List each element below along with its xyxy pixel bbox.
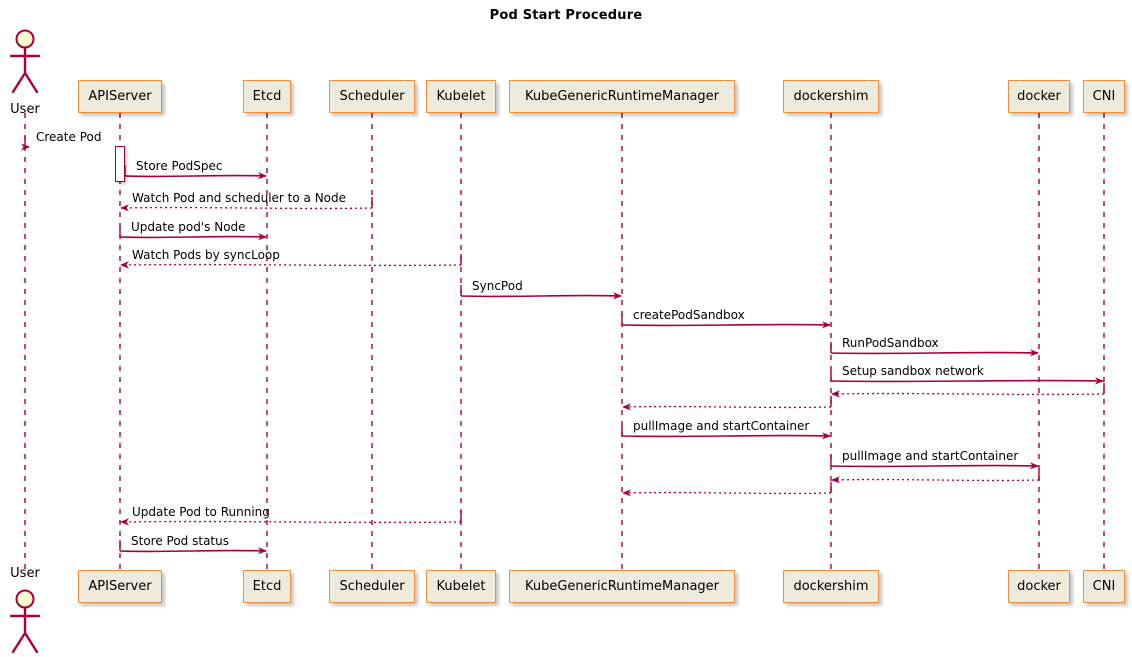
arrow-update-pod-to-running	[120, 518, 462, 526]
arrow-dockershim-to-kubegenericruntimemanager-return	[622, 403, 832, 411]
message-label-store-pod-status: Store Pod status	[131, 534, 229, 548]
arrow-createpodsandbox	[621, 321, 831, 329]
arrow-pullimage-and-startcontainer	[621, 432, 831, 440]
actor-label-user-top: User	[10, 102, 40, 117]
message-label-runpodsandbox: RunPodSandbox	[842, 336, 939, 350]
lifelines	[24, 113, 1105, 570]
participant-box-kubelet-bottom[interactable]: Kubelet	[426, 570, 496, 603]
message-label-watch-pod-and-scheduler-to-a-node: Watch Pod and scheduler to a Node	[132, 191, 347, 205]
message-label-update-pod-to-running: Update Pod to Running	[132, 505, 270, 519]
participant-box-docker-top[interactable]: docker	[1008, 80, 1070, 113]
activation-bar-apiserver	[115, 146, 125, 182]
participant-box-apiserver-top[interactable]: APIServer	[78, 80, 162, 113]
participant-box-dockershim-top[interactable]: dockershim	[783, 80, 879, 113]
arrow-watch-pods-by-syncloop	[120, 261, 462, 269]
participant-box-cni-bottom[interactable]: CNI	[1083, 570, 1125, 603]
participant-box-etcd-top[interactable]: Etcd	[243, 80, 291, 113]
message-label-store-podspec: Store PodSpec	[136, 159, 223, 173]
message-label-createpodsandbox: createPodSandbox	[633, 308, 745, 322]
arrow-store-podspec	[124, 172, 267, 180]
actor-figure-top	[9, 29, 41, 94]
arrow-store-pod-status	[119, 547, 267, 555]
arrow-runpodsandbox	[830, 349, 1039, 357]
actor-figure-bottom	[9, 589, 41, 654]
arrow-dockershim-to-kubegenericruntimemanager-return	[622, 489, 832, 497]
participant-box-apiserver-bottom[interactable]: APIServer	[78, 570, 162, 603]
arrow-watch-pod-and-scheduler-to-a-node	[120, 204, 373, 212]
participant-box-scheduler-top[interactable]: Scheduler	[329, 80, 415, 113]
actor-figures	[9, 29, 41, 654]
message-label-update-pod-s-node: Update pod's Node	[131, 220, 246, 234]
message-label-pullimage-and-startcontainer: pullImage and startContainer	[842, 449, 1019, 463]
arrow-update-pod-s-node	[119, 233, 267, 241]
arrow-cni-to-dockershim-return	[831, 390, 1105, 398]
actor-label-user-bottom: User	[10, 566, 40, 581]
participant-box-etcd-bottom[interactable]: Etcd	[243, 570, 291, 603]
participant-box-dockershim-bottom[interactable]: dockershim	[783, 570, 879, 603]
participant-box-cni-top[interactable]: CNI	[1083, 80, 1125, 113]
message-label-pullimage-and-startcontainer: pullImage and startContainer	[633, 419, 810, 433]
message-label-syncpod: SyncPod	[472, 279, 523, 293]
message-label-watch-pods-by-syncloop: Watch Pods by syncLoop	[132, 248, 280, 262]
participant-box-kubelet-top[interactable]: Kubelet	[426, 80, 496, 113]
arrow-pullimage-and-startcontainer	[830, 462, 1039, 470]
diagram-title: Pod Start Procedure	[489, 8, 643, 23]
participant-box-scheduler-bottom[interactable]: Scheduler	[329, 570, 415, 603]
message-label-setup-sandbox-network: Setup sandbox network	[842, 364, 984, 378]
arrow-docker-to-dockershim-return	[831, 476, 1040, 484]
participant-box-kubegenericruntimemanager-bottom[interactable]: KubeGenericRuntimeManager	[509, 570, 735, 603]
arrow-syncpod	[460, 292, 622, 300]
message-label-create-pod: Create Pod	[36, 130, 102, 144]
participant-box-docker-bottom[interactable]: docker	[1008, 570, 1070, 603]
arrow-setup-sandbox-network	[830, 377, 1104, 385]
participant-box-kubegenericruntimemanager-top[interactable]: KubeGenericRuntimeManager	[509, 80, 735, 113]
